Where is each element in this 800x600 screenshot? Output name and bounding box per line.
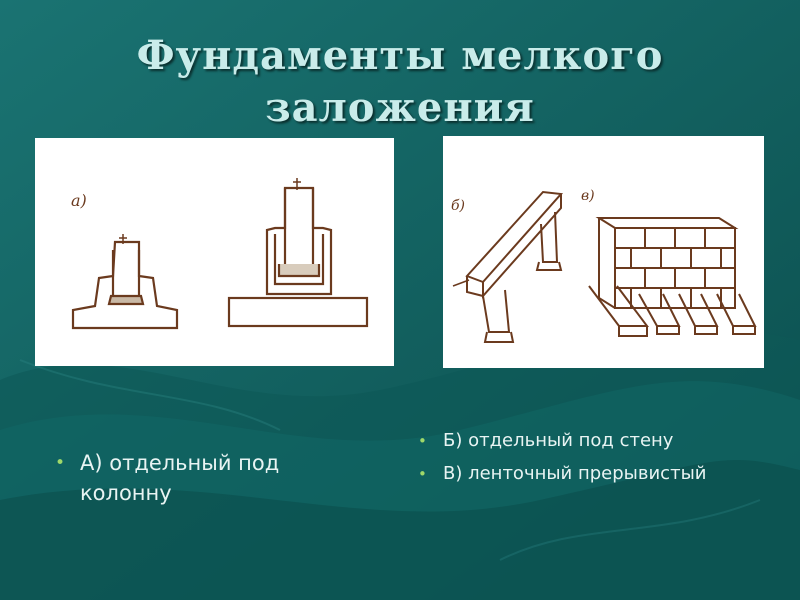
column-footing-drawing: а) (71, 178, 369, 330)
list-item: • Б) отдельный под стену (418, 428, 748, 454)
bullet-dot-icon: • (418, 465, 427, 483)
wall-footing-drawing: б) в) (451, 188, 757, 343)
bullet-text: А) отдельный под колонну (80, 451, 280, 505)
figure-label-b: б) (451, 198, 465, 214)
slide-title-line-2: заложения (265, 84, 535, 131)
bullet-dot-icon: • (55, 453, 66, 473)
figure-label-v: в) (581, 188, 595, 204)
bullet-text: Б) отдельный под стену (443, 430, 674, 451)
bullet-list-left: • А) отдельный под колонну (55, 448, 355, 508)
bullet-list-right: • Б) отдельный под стену • В) ленточный … (418, 428, 748, 494)
bullet-text: В) ленточный прерывистый (443, 463, 707, 484)
bullet-dot-icon: • (418, 432, 427, 450)
list-item: • В) ленточный прерывистый (418, 461, 748, 487)
list-item: • А) отдельный под колонну (55, 448, 355, 508)
slide-title: Фундаменты мелкого заложения (0, 30, 800, 134)
slide-title-line-1: Фундаменты мелкого (136, 32, 664, 79)
figure-column-footings: а) (35, 138, 394, 366)
figure-wall-footings: б) в) (443, 136, 764, 368)
figure-label-a: а) (71, 191, 87, 210)
